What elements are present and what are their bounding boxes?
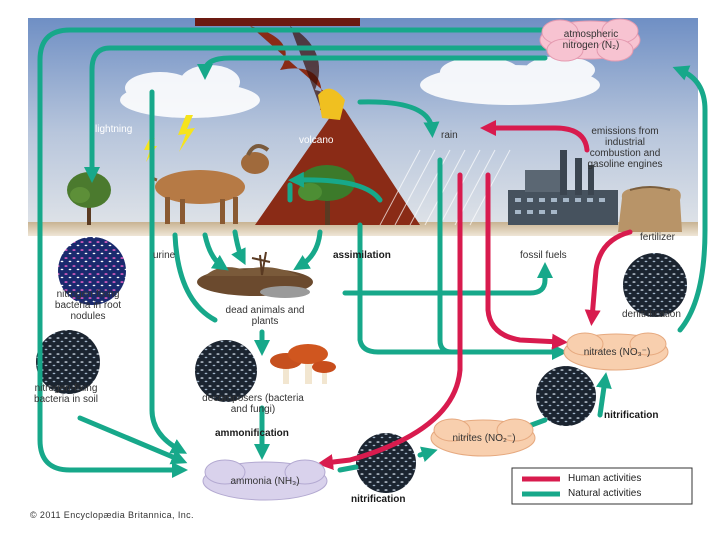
- legend-natural-label: Natural activities: [568, 488, 642, 499]
- decomposer-bacteria-disc: [195, 340, 257, 402]
- copyright-notice: © 2011 Encyclopædia Britannica, Inc.: [30, 510, 194, 520]
- mushrooms: [270, 344, 336, 384]
- nitrites-cloud: [430, 418, 536, 457]
- natural-arrows: [37, 27, 708, 479]
- atmospheric-nitrogen-cloud: [539, 18, 641, 62]
- dead-animals-heap: [197, 251, 313, 298]
- urine-label: urine: [153, 250, 176, 261]
- ground-strip: [28, 222, 698, 236]
- soil-bacteria-disc: [36, 330, 100, 394]
- fertilizer-label: fertilizer: [640, 232, 676, 243]
- ammonia-label: ammonia (NH₃): [230, 476, 300, 487]
- factory: [508, 150, 618, 225]
- nitrates-label: nitrates (NO₃⁻): [583, 347, 651, 358]
- atmospheric-nitrogen-label: atmospheric nitrogen (N₂): [562, 29, 620, 51]
- lightning-label: lightning: [95, 124, 133, 135]
- tree-middle: [298, 165, 355, 225]
- nitrites-label: nitrites (NO₂⁻): [452, 433, 516, 444]
- denitrifying-bacteria-disc: [623, 253, 687, 317]
- goat: [150, 144, 270, 224]
- nitrification-label-lower: nitrification: [351, 494, 406, 505]
- human-arrows: [317, 119, 633, 470]
- legend-box: [511, 467, 693, 505]
- ammonification-label: ammonification: [215, 428, 289, 439]
- nitrogen-fixing-root-label: nitrogen-fixing bacteria in root nodules: [54, 289, 122, 322]
- fertilizer-bag: [618, 186, 682, 232]
- volcano-label: volcano: [299, 135, 334, 146]
- denitrification-label: denitrification: [622, 309, 681, 320]
- nitrifying-bacteria-disc-upper: [536, 366, 596, 426]
- ammonia-cloud: [202, 459, 328, 501]
- assimilation-label: assimilation: [333, 250, 391, 261]
- decomposers-label: decomposers (bacteria and fungi): [202, 393, 304, 415]
- dead-animals-label: dead animals and plants: [225, 305, 305, 327]
- legend-human-label: Human activities: [568, 473, 642, 484]
- rain-label: rain: [441, 130, 458, 141]
- cloud-left: [120, 65, 260, 118]
- fossil-fuels-label: fossil fuels: [520, 250, 567, 261]
- emissions-label: emissions from industrial combustion and…: [587, 126, 663, 170]
- nitrates-cloud: [563, 332, 669, 371]
- nitrogen-fixing-soil-label: nitrogen-fixing bacteria in soil: [34, 383, 98, 405]
- nitrifying-bacteria-disc-lower: [356, 433, 416, 493]
- nitrification-label-upper: nitrification: [604, 410, 659, 421]
- cloud-right: [420, 56, 600, 105]
- root-nodule-bacteria-disc: [58, 237, 126, 305]
